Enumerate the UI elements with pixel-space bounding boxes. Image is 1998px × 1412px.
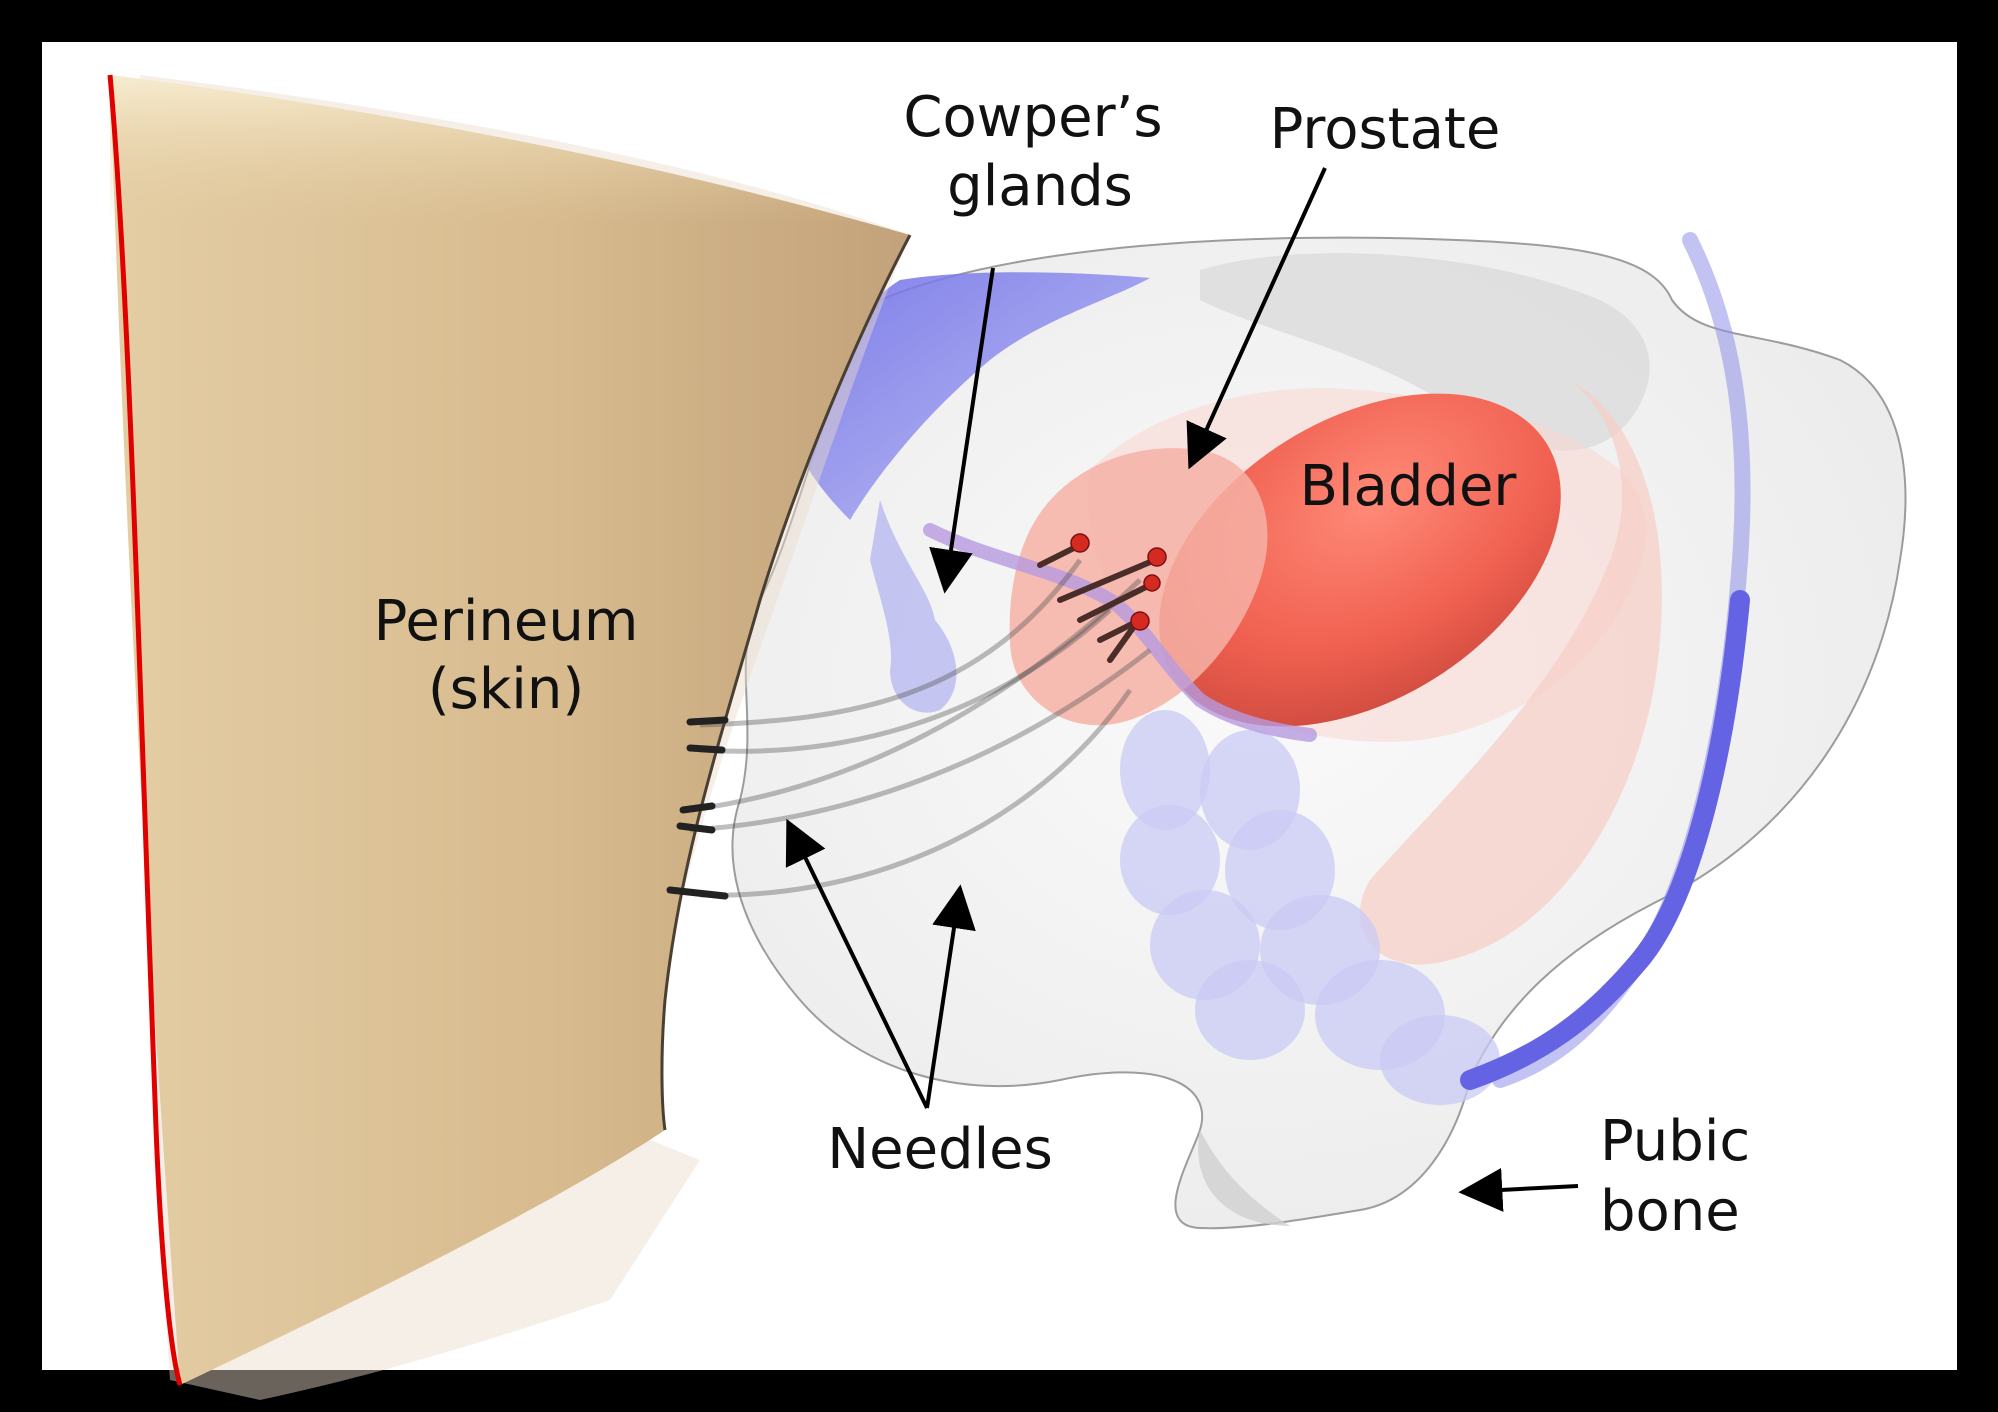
label-needles: Needles — [827, 1117, 1053, 1182]
label-perineum-line1: Perineum — [374, 589, 639, 654]
label-cowpers-line1: Cowper’s — [903, 85, 1162, 150]
label-bladder: Bladder — [1300, 454, 1518, 519]
label-pubic-line1: Pubic — [1600, 1109, 1750, 1174]
label-perineum-line2: (skin) — [428, 657, 584, 722]
label-cowpers-line2: glands — [947, 154, 1133, 219]
label-prostate: Prostate — [1270, 97, 1501, 162]
label-pubic-line2: bone — [1600, 1179, 1740, 1244]
